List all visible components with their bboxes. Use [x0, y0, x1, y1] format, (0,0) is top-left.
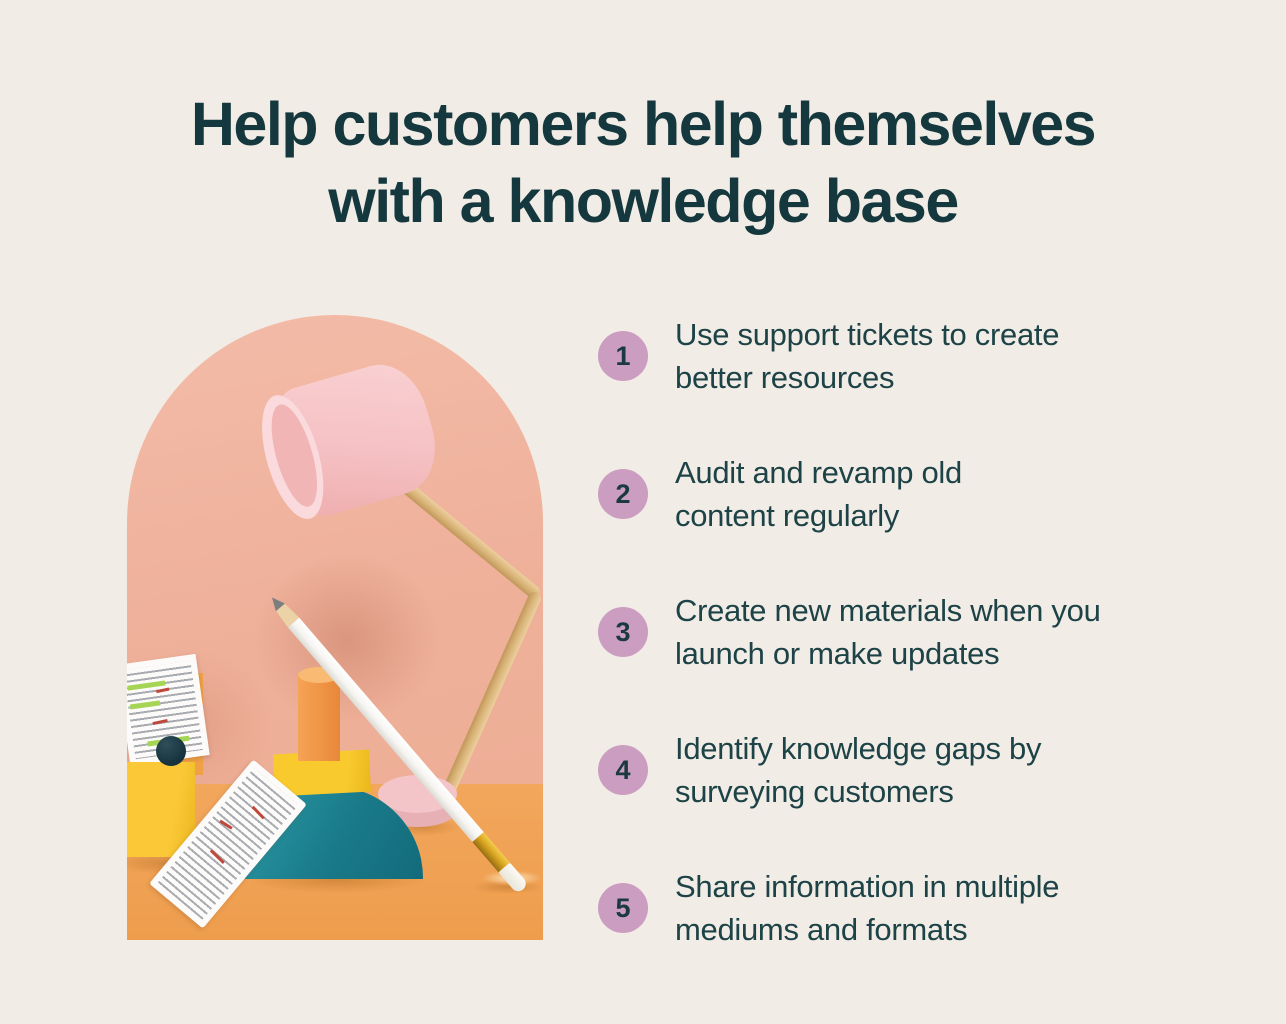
item-text-line-1: Share information in multiple [675, 869, 1060, 904]
item-text: Audit and revamp old content regularly [675, 451, 962, 537]
badge-number: 2 [615, 478, 631, 509]
item-text-line-2: launch or make updates [675, 636, 1000, 671]
item-text-line-1: Create new materials when you [675, 593, 1101, 628]
badge-number: 3 [615, 616, 631, 647]
list-item: 1 Use support tickets to create better r… [598, 313, 1101, 399]
item-number-badge: 5 [598, 883, 648, 933]
list-item: 2 Audit and revamp old content regularly [598, 451, 1101, 537]
page-title-line-2: with a knowledge base [328, 167, 959, 235]
list-item: 5 Share information in multiple mediums … [598, 865, 1101, 951]
list-item: 4 Identify knowledge gaps by surveying c… [598, 727, 1101, 813]
item-text-line-2: better resources [675, 360, 895, 395]
item-text-line-2: surveying customers [675, 774, 954, 809]
item-text: Share information in multiple mediums an… [675, 865, 1059, 951]
item-number-badge: 4 [598, 745, 648, 795]
badge-number: 4 [615, 754, 631, 785]
orange-cylinder [298, 667, 340, 761]
page-title: Help customers help themselves with a kn… [0, 86, 1286, 240]
item-number-badge: 3 [598, 607, 648, 657]
knowledge-base-illustration [127, 315, 543, 940]
badge-number: 1 [615, 340, 631, 371]
page-title-line-1: Help customers help themselves [190, 90, 1097, 158]
wall-shadow [217, 520, 477, 760]
item-number-badge: 1 [598, 331, 648, 381]
teal-sphere [156, 736, 186, 766]
numbered-list: 1 Use support tickets to create better r… [598, 313, 1101, 951]
item-text-line-2: content regularly [675, 498, 900, 533]
item-text: Create new materials when you launch or … [675, 589, 1101, 675]
item-text: Identify knowledge gaps by surveying cus… [675, 727, 1041, 813]
list-item: 3 Create new materials when you launch o… [598, 589, 1101, 675]
item-text-line-1: Identify knowledge gaps by [675, 731, 1042, 766]
item-number-badge: 2 [598, 469, 648, 519]
badge-number: 5 [615, 892, 631, 923]
item-text-line-2: mediums and formats [675, 912, 968, 947]
item-text: Use support tickets to create better res… [675, 313, 1059, 399]
item-text-line-1: Use support tickets to create [675, 317, 1060, 352]
item-text-line-1: Audit and revamp old [675, 455, 962, 490]
